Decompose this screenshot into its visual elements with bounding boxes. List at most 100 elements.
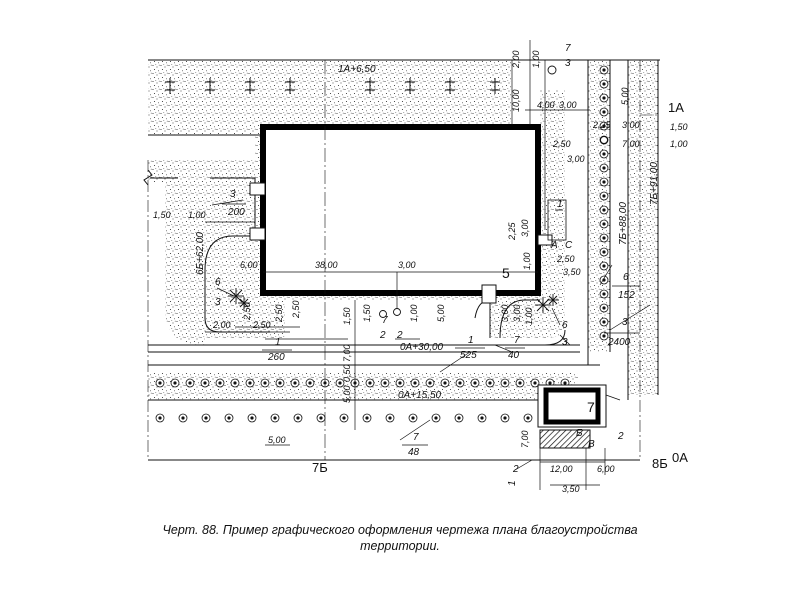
tree (410, 378, 420, 388)
tree (500, 378, 510, 388)
dim-3-e: 3,00 (512, 304, 522, 322)
tree (599, 65, 609, 75)
tree (305, 378, 315, 388)
dim-2-5-e: 2,50 (552, 139, 571, 149)
callout-3-left2: 3 (215, 297, 221, 308)
tree-row-bottom-lower (155, 413, 533, 423)
dim-1-d: 1,00 (524, 307, 534, 325)
lawn-top (148, 60, 511, 135)
elevation-mid: 0А+30,00 (400, 342, 444, 353)
dim-5-r: 5,00 (620, 87, 630, 105)
lawn-far-right (628, 60, 658, 395)
tree (599, 149, 609, 159)
dim-7-v: 7,00 (342, 344, 352, 362)
dim-5-b: 5,00 (268, 435, 286, 445)
tree (245, 378, 255, 388)
elevation-left: 6Б+62,00 (195, 232, 206, 275)
callout-1-qty: 260 (267, 352, 285, 363)
tree (599, 317, 609, 327)
tree (599, 107, 609, 117)
dim-1-v-b: 1,00 (409, 304, 419, 322)
dim-3-5: 3,50 (563, 267, 581, 277)
callout-b: Б (576, 428, 583, 439)
dim-2-25-top: 2,25 (592, 120, 612, 130)
callout-1: 1 (275, 337, 281, 348)
callout-2-c: 2 (512, 464, 519, 475)
tree (425, 378, 435, 388)
callout-1-c: 1 (507, 480, 518, 486)
dim-7-b: 7,00 (520, 430, 530, 448)
lawn-bottom-strip (148, 372, 578, 400)
dim-1-left: 1,00 (188, 210, 206, 220)
tree (599, 121, 609, 131)
tree (599, 191, 609, 201)
tree (178, 413, 188, 423)
tree (455, 378, 465, 388)
callout-a: А (550, 240, 558, 251)
callout-7-top: 7 (565, 43, 571, 54)
paving-hatched (539, 429, 591, 449)
tree (599, 303, 609, 313)
callout-1-r: 1 (557, 199, 563, 210)
callout-3-r-qty: 2400 (607, 337, 631, 348)
tree (365, 378, 375, 388)
callout-7-c: 7 (413, 432, 419, 443)
dim-2-5-v2: 2,50 (274, 304, 284, 323)
dim-3-t: 3,00 (559, 100, 577, 110)
callout-3-left: 3 (230, 189, 236, 200)
tree (530, 378, 540, 388)
callout-3-right: 3 (562, 337, 568, 348)
dim-6-b: 6,00 (597, 464, 615, 474)
dim-10: 10,00 (511, 89, 521, 112)
tree (224, 413, 234, 423)
tree (335, 378, 345, 388)
callout-6-r-qty: 152 (618, 290, 635, 301)
callout-1-b: 1 (468, 335, 474, 346)
tree (230, 378, 240, 388)
tree (523, 413, 533, 423)
tree (215, 378, 225, 388)
tree (485, 378, 495, 388)
lamp-posts (165, 78, 500, 94)
tree (155, 413, 165, 423)
kiosk-number: 7 (587, 399, 595, 415)
tree (599, 93, 609, 103)
dim-1-5-r: 1,50 (670, 122, 688, 132)
tree (380, 378, 390, 388)
axis-label-1a: 1А (668, 100, 684, 115)
building-outline (260, 124, 541, 296)
dim-2-25: 2,25 (507, 221, 517, 241)
callout-2: 2 (379, 330, 386, 341)
tree (599, 233, 609, 243)
tree (293, 413, 303, 423)
axis-label-0a: 0А (672, 450, 688, 465)
elevation-top: 1А+6,50 (338, 64, 376, 75)
dim-38: 38,00 (315, 260, 338, 270)
dim-0-5-v: 0,50 (342, 364, 352, 382)
section-marker (547, 199, 567, 241)
callout-6-right: 6 (562, 320, 568, 331)
tree (260, 378, 270, 388)
tree (395, 378, 405, 388)
dim-4: 4,00 (537, 100, 555, 110)
dim-2-top: 2,00 (511, 50, 521, 69)
callout-2-d: 2 (396, 330, 403, 341)
tree (275, 378, 285, 388)
axis-label-7b: 7Б (312, 460, 328, 475)
callout-3-r: 3 (622, 317, 628, 328)
tree (454, 413, 464, 423)
building-number: 5 (502, 265, 510, 281)
lawn-left-bend (148, 160, 205, 345)
tree (599, 261, 609, 271)
callout-c: С (565, 240, 573, 251)
tree (599, 289, 609, 299)
tree (362, 413, 372, 423)
tree (599, 177, 609, 187)
elevation-right2: 7Б+91,00 (649, 162, 660, 205)
dim-1-c: 1,00 (522, 252, 532, 270)
shrub-group-left (228, 288, 250, 309)
leader-lines (211, 199, 651, 471)
dim-1-5-v-c: 1,50 (362, 304, 372, 322)
dim-6: 6,00 (240, 260, 258, 270)
